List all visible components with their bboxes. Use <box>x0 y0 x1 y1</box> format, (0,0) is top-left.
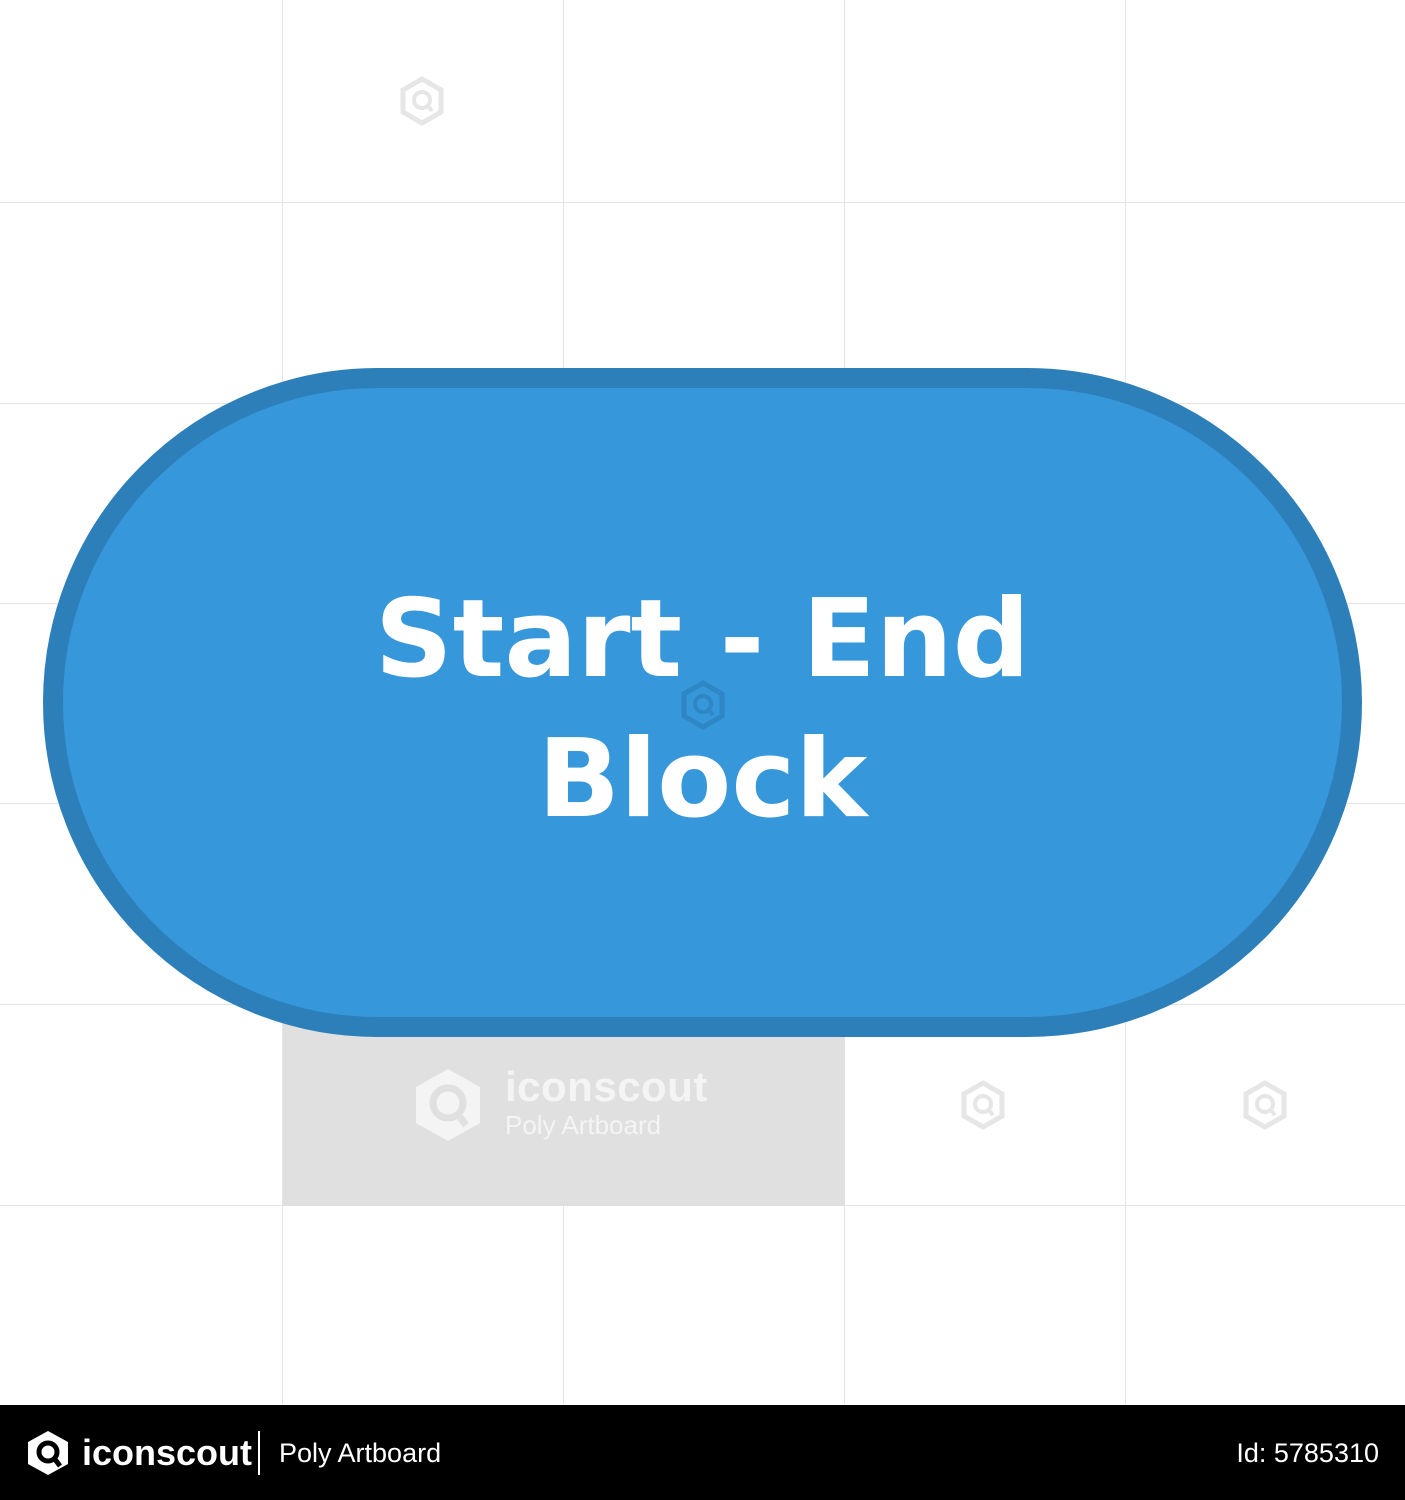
iconscout-logo-icon <box>28 1431 68 1475</box>
watermark-background <box>283 1005 845 1206</box>
watermark-subtitle: Poly Artboard <box>505 1110 662 1140</box>
footer-divider <box>258 1431 260 1475</box>
start-end-block-label: Start - End Block <box>200 570 1205 850</box>
label-line-1: Start - End <box>374 577 1031 702</box>
footer-product: Poly Artboard <box>279 1438 442 1468</box>
footer-brand[interactable]: iconscout <box>82 1432 253 1473</box>
watermark-mark-icon <box>1243 1080 1287 1130</box>
footer-bar: iconscout Poly Artboard Id: 5785310 <box>0 1405 1405 1500</box>
watermark-mark-icon <box>681 680 725 730</box>
footer-id: Id: 5785310 <box>1236 1438 1379 1468</box>
label-line-2: Block <box>537 717 868 842</box>
grid-line <box>0 202 1405 203</box>
watermark-mark-icon <box>961 1080 1005 1130</box>
artboard-canvas: iconscout Poly Artboard Start - End Bloc… <box>0 0 1405 1405</box>
iconscout-logo-icon <box>416 1069 480 1141</box>
watermark-brand: iconscout <box>505 1063 708 1110</box>
watermark-mark-icon <box>400 76 444 126</box>
